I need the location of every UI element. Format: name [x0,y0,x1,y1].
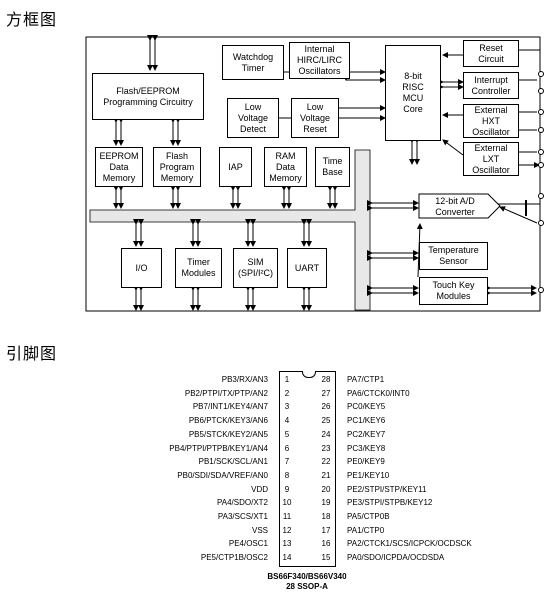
eeprom-data-memory-block: EEPROM Data Memory [95,147,143,187]
chip-boundary [85,36,541,312]
pin-28-number: 28 [321,375,331,384]
pin-15-number: 15 [321,553,331,563]
chip-package-label: 28 SSOP-A [286,582,328,591]
pin-10-name: PA4/SDO/XT2 [217,498,268,508]
pin-9-name: VDD [251,484,268,494]
low-voltage-detect-block: Low Voltage Detect [227,98,279,138]
io-block: I/O [121,248,162,288]
pin-18-number: 18 [321,512,331,521]
io-pins [538,71,544,293]
pin-12-name: VSS [251,525,268,535]
pin-4-name: PB6/PTCK/KEY3/AN6 [188,416,268,426]
pin-20-name: PE2/STPI/STP/KEY11 [347,484,427,494]
adc-shape [418,193,501,219]
pin-3-number: 3 [284,402,290,412]
pin-16-number: 16 [321,539,331,549]
pin-11-number: 11 [282,512,292,521]
ram-data-memory-block: RAM Data Memory [264,147,307,187]
pin-6-number: 6 [284,443,290,453]
pin-1-number: 1 [284,375,290,384]
pin-8-number: 8 [284,470,290,480]
pin-22-name: PE0/KEY9 [347,457,385,467]
pin-24-number: 24 [321,429,331,439]
pin-16-name: PA2/CTCK1/SCS/ICPCK/OCDSCK [347,539,472,549]
pin-13-number: 13 [282,539,292,549]
pin-18-name: PA5/CTP0B [347,512,390,521]
internal-bus [89,149,371,311]
pin-25-number: 25 [321,416,331,426]
block-diagram-heading: 方框图 [6,10,58,29]
sim-block: SIM (SPI/I²C) [233,248,278,288]
pin-19-name: PE3/STPI/STPB/KEY12 [347,498,433,508]
pin-9-number: 9 [284,484,290,494]
pin-2-name: PB2/PTPI/TX/PTP/AN2 [184,388,268,398]
pin-28-name: PA7/CTP1 [347,375,385,384]
pin-7-number: 7 [284,457,290,467]
pin-17-name: PA1/CTP0 [347,525,385,535]
flash-program-memory-block: Flash Program Memory [153,147,201,187]
touch-key-block: Touch Key Modules [419,277,488,305]
pin-4-number: 4 [284,416,290,426]
pin-21-number: 21 [321,470,331,480]
pin-17-number: 17 [321,525,331,535]
pin-27-name: PA6/CTCK0/INT0 [347,388,410,398]
chip-part-number: BS66F340/BS66V340 [267,572,347,581]
pin-26-number: 26 [321,402,331,412]
pin-23-name: PC3/KEY8 [347,443,386,453]
pin-8-name: PB0/SDI/SDA/VREF/AN0 [177,470,268,480]
pin-11-name: PA3/SCS/XT1 [217,512,268,521]
pin-12-number: 12 [282,525,292,535]
low-voltage-reset-block: Low Voltage Reset [291,98,339,138]
pin-22-number: 22 [321,457,331,467]
chip-notch [302,371,316,378]
adc-label: 12-bit A/D Converter [435,196,475,217]
watchdog-timer-block: Watchdog Timer [222,45,284,80]
lxt-oscillator-block: External LXT Oscillator [463,142,519,176]
pin-10-number: 10 [282,498,292,508]
pin-27-number: 27 [321,388,331,398]
temperature-sensor-block: Temperature Sensor [419,242,488,270]
pin-21-name: PE1/KEY10 [347,470,390,480]
pin-5-number: 5 [284,429,290,439]
timer-modules-block: Timer Modules [175,248,222,288]
pinout-heading: 引脚图 [6,344,58,363]
pin-15-name: PA0/SDO/ICPDA/OCDSDA [347,553,445,563]
cpu-core-block: 8-bit RISC MCU Core [385,45,441,141]
pin-7-name: PB1/SCK/SCL/AN1 [198,457,268,467]
pin-25-name: PC1/KEY6 [347,416,386,426]
pin-3-name: PB7/INT1/KEY4/AN7 [192,402,268,412]
pin-14-name: PE5/CTP1B/OSC2 [200,553,268,563]
pin-14-number: 14 [282,553,292,563]
pin-19-number: 19 [321,498,331,508]
internal-oscillator-block: Internal HIRC/LIRC Oscillators [289,42,350,79]
time-base-block: Time Base [315,147,350,187]
pin-1-name: PB3/RX/AN3 [221,375,268,384]
flash-eeprom-programming-block: Flash/EEPROM Programming Circuitry [92,73,204,120]
pin-24-name: PC2/KEY7 [347,429,386,439]
iap-block: IAP [219,147,252,187]
reset-circuit-block: Reset Circuit [463,40,519,67]
hxt-oscillator-block: External HXT Oscillator [463,104,519,138]
interrupt-controller-block: Interrupt Controller [463,72,519,99]
pin-23-number: 23 [321,443,331,453]
pin-13-name: PE4/OSC1 [228,539,268,549]
pin-2-number: 2 [284,388,290,398]
uart-block: UART [287,248,327,288]
pin-26-name: PC0/KEY5 [347,402,386,412]
pin-20-number: 20 [321,484,331,494]
pin-6-name: PB4/PTPI/PTPB/KEY1/AN4 [169,443,268,453]
chip-package [279,371,336,567]
pin-5-name: PB5/STCK/KEY2/AN5 [188,429,268,439]
